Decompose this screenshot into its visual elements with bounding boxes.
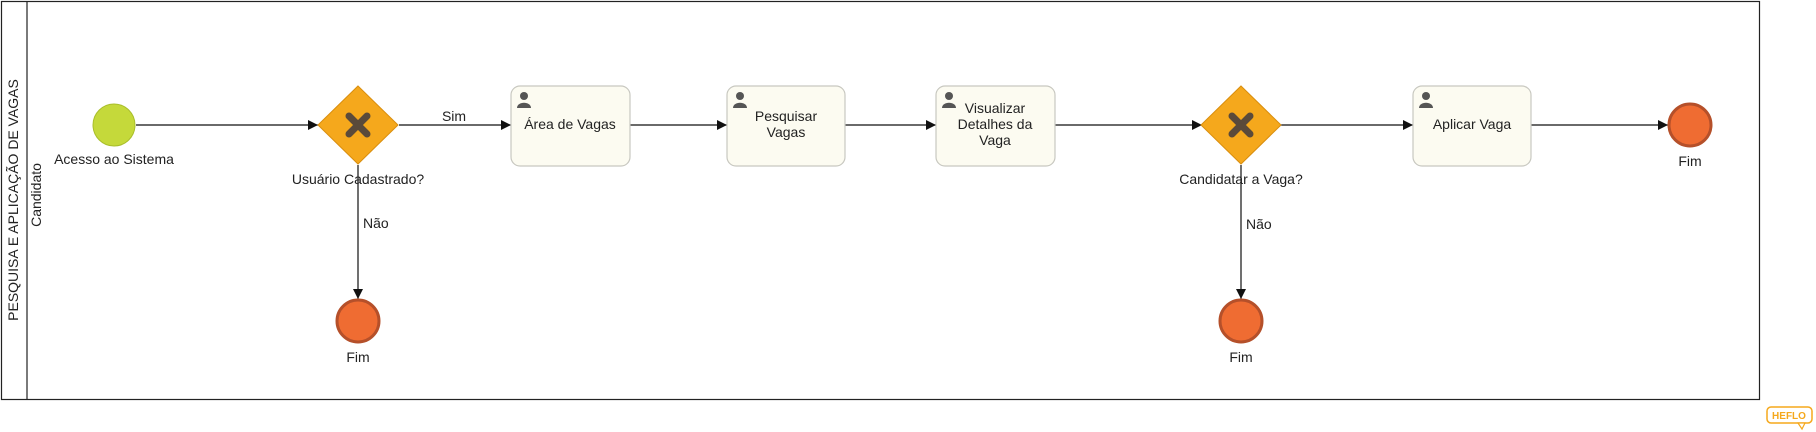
exclusive-x-icon (345, 112, 371, 138)
exclusive-x-icon (1228, 112, 1254, 138)
task-aplicar-vaga[interactable]: Aplicar Vaga (1412, 85, 1532, 167)
user-icon (517, 92, 531, 108)
task-area-de-vagas[interactable]: Área de Vagas (510, 85, 631, 167)
task-label: Aplicar Vaga (1433, 116, 1512, 132)
end-event-3[interactable] (1667, 102, 1713, 148)
end-event-2[interactable] (1218, 298, 1264, 344)
gateway-candidatar-vaga[interactable] (1200, 85, 1282, 165)
watermark-text: HEFLO (1772, 411, 1806, 422)
pool-border (0, 0, 1761, 401)
flow-label-nao-1: Não (363, 215, 389, 231)
start-event[interactable] (92, 103, 136, 147)
flow-label-sim: Sim (442, 108, 466, 124)
gateway-usuario-cadastrado-label: Usuário Cadastrado? (292, 171, 425, 187)
user-icon (733, 92, 747, 108)
end-event-3-label: Fim (1678, 153, 1701, 169)
end-event-2-label: Fim (1229, 349, 1252, 365)
task-label-line-2: Detalhes da (958, 116, 1033, 132)
task-label: Área de Vagas (524, 116, 616, 132)
task-pesquisar-vagas[interactable]: Pesquisar Vagas (726, 85, 846, 167)
gateway-usuario-cadastrado[interactable] (317, 85, 399, 165)
user-icon (1419, 92, 1433, 108)
task-label-line-1: Visualizar (965, 100, 1026, 116)
start-event-label: Acesso ao Sistema (54, 151, 174, 167)
task-visualizar-detalhes[interactable]: Visualizar Detalhes da Vaga (935, 85, 1056, 167)
task-label-line-3: Vaga (979, 132, 1011, 148)
end-event-1[interactable] (335, 298, 381, 344)
lane-title: Candidato (28, 163, 44, 227)
heflo-logo: HEFLO (1766, 406, 1813, 431)
end-event-1-label: Fim (346, 349, 369, 365)
flow-label-nao-2: Não (1246, 216, 1272, 232)
gateway-candidatar-vaga-label: Candidatar a Vaga? (1179, 171, 1303, 187)
task-label-line-2: Vagas (767, 124, 806, 140)
pool-title: PESQUISA E APLICAÇÃO DE VAGAS (5, 79, 21, 321)
task-label-line-1: Pesquisar (755, 108, 818, 124)
user-icon (942, 92, 956, 108)
